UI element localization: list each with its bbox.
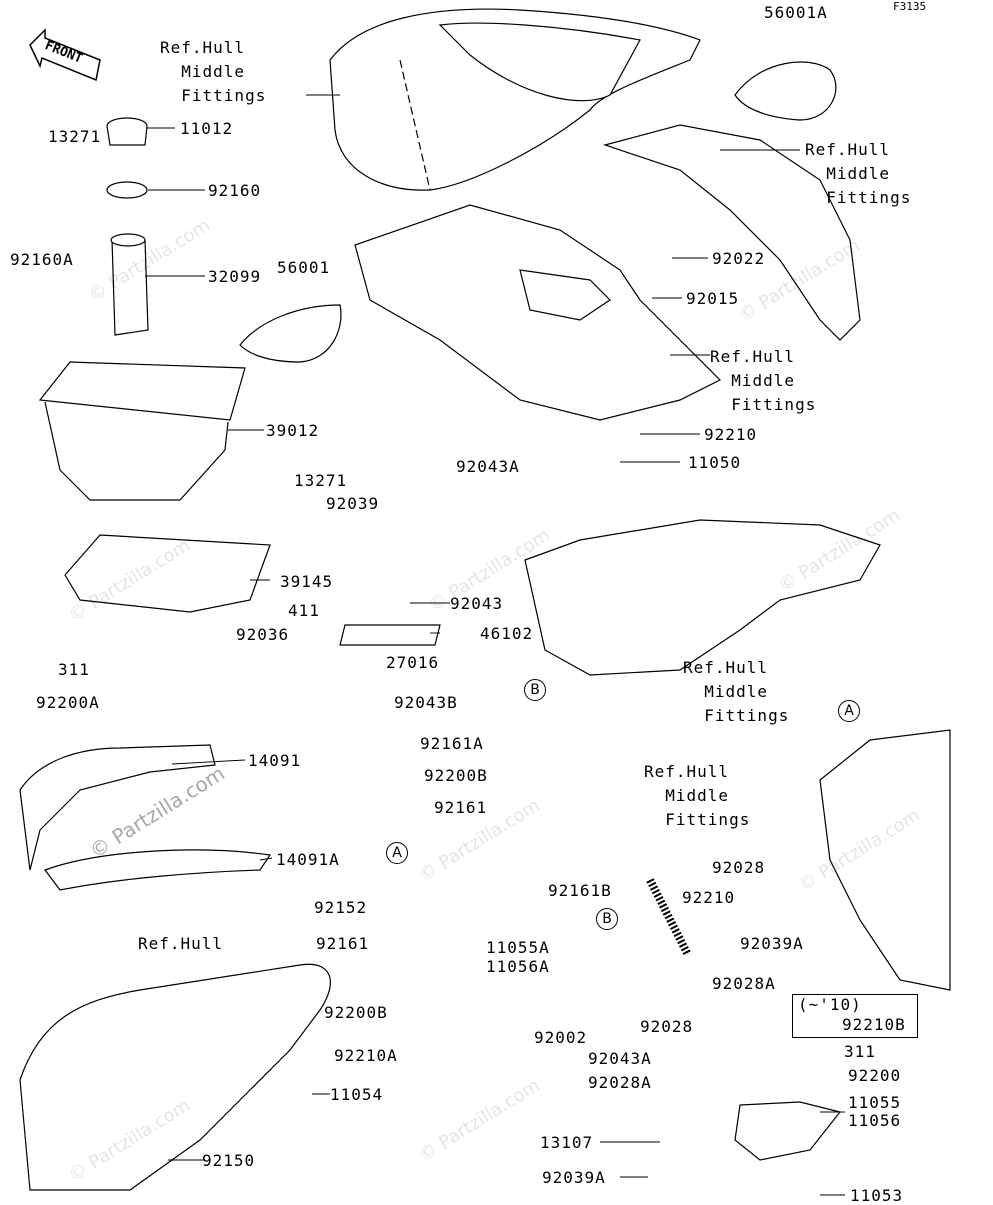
- part-39145-drawing: [64, 534, 271, 613]
- marker-B: B: [596, 908, 618, 930]
- callout-92002: 92002: [534, 1028, 588, 1047]
- part-46102-drawing: [339, 624, 441, 646]
- callout-39145: 39145: [280, 572, 334, 591]
- part-14091-drawing: [19, 744, 216, 871]
- callout-13271: 13271: [48, 127, 102, 146]
- part-56001-drawing: [239, 304, 342, 363]
- figure-code: F3135: [893, 0, 927, 13]
- callout-13107: 13107: [540, 1133, 594, 1152]
- callout-14091A: 14091A: [276, 850, 340, 869]
- front-arrow-icon: [29, 28, 101, 82]
- right-cover-drawing: [602, 124, 861, 341]
- callout-56001: 56001: [277, 258, 331, 277]
- lower-deck-drawing: [524, 519, 881, 676]
- part-39012-drawing: [38, 361, 246, 501]
- callout-11050: 11050: [688, 453, 742, 472]
- marker-B: B: [524, 679, 546, 701]
- lower-hull-drawing: [19, 963, 331, 1191]
- callout-92200B: 92200B: [324, 1003, 388, 1022]
- callout-92039A: 92039A: [542, 1168, 606, 1187]
- ref-hull: Ref.Hull: [138, 934, 224, 953]
- callout-92161A: 92161A: [420, 734, 484, 753]
- seat-cover-drawing: [329, 8, 701, 191]
- callout-56001A: 56001A: [764, 3, 828, 22]
- callout-92028: 92028: [712, 858, 766, 877]
- callout-92160A: 92160A: [10, 250, 74, 269]
- callout-92036: 92036: [236, 625, 290, 644]
- callout-92161: 92161: [434, 798, 488, 817]
- part-11055-drawing: [734, 1101, 842, 1161]
- callout-92028A: 92028A: [588, 1073, 652, 1092]
- callout-92043B: 92043B: [394, 693, 458, 712]
- callout-92015: 92015: [686, 289, 740, 308]
- callout-92028A: 92028A: [712, 974, 776, 993]
- callout-311: 311: [844, 1042, 876, 1061]
- callout-92210A: 92210A: [334, 1046, 398, 1065]
- callout-46102: 46102: [480, 624, 534, 643]
- callout-11055A: 11055A: [486, 938, 550, 957]
- callout-32099: 32099: [208, 267, 262, 286]
- marker-A: A: [386, 842, 408, 864]
- callout-11054: 11054: [330, 1085, 384, 1104]
- callout-92043A: 92043A: [456, 457, 520, 476]
- callout-92028: 92028: [640, 1017, 694, 1036]
- callout-27016: 27016: [386, 653, 440, 672]
- callout-39012: 39012: [266, 421, 320, 440]
- marker-A: A: [838, 700, 860, 722]
- ref-hull-middle-fittings: Ref.Hull Middle Fittings: [644, 762, 751, 829]
- callout-92043A: 92043A: [588, 1049, 652, 1068]
- callout-11055: 11055: [848, 1093, 902, 1112]
- year-note: (~'10): [798, 995, 862, 1014]
- callout-92210B: 92210B: [842, 1015, 906, 1034]
- part-56001A-drawing: [734, 61, 837, 121]
- right-hull-drawing: [819, 729, 951, 991]
- callout-92210: 92210: [704, 425, 758, 444]
- callout-92200B: 92200B: [424, 766, 488, 785]
- callout-92160: 92160: [208, 181, 262, 200]
- callout-11012: 11012: [180, 119, 234, 138]
- callout-92039A: 92039A: [740, 934, 804, 953]
- callout-411: 411: [288, 601, 320, 620]
- ref-hull-middle-fittings: Ref.Hull Middle Fittings: [805, 140, 912, 207]
- upper-deck-drawing: [354, 204, 722, 421]
- callout-92039: 92039: [326, 494, 380, 513]
- callout-11056: 11056: [848, 1111, 902, 1130]
- callout-92200A: 92200A: [36, 693, 100, 712]
- ref-hull-middle-fittings: Ref.Hull Middle Fittings: [160, 38, 267, 105]
- part-14091A-drawing: [44, 849, 272, 891]
- ref-hull-middle-fittings: Ref.Hull Middle Fittings: [710, 347, 817, 414]
- callout-92152: 92152: [314, 898, 368, 917]
- callout-92022: 92022: [712, 249, 766, 268]
- callout-92200: 92200: [848, 1066, 902, 1085]
- callout-13271: 13271: [294, 471, 348, 490]
- ref-hull-middle-fittings: Ref.Hull Middle Fittings: [683, 658, 790, 725]
- callout-14091: 14091: [248, 751, 302, 770]
- callout-leader-lines: [145, 94, 845, 1196]
- callout-92161: 92161: [316, 934, 370, 953]
- callout-11053: 11053: [850, 1186, 904, 1205]
- callout-11056A: 11056A: [486, 957, 550, 976]
- callout-92043: 92043: [450, 594, 504, 613]
- part-32099-drawing: [110, 233, 149, 336]
- callout-311: 311: [58, 660, 90, 679]
- callout-92161B: 92161B: [548, 881, 612, 900]
- year-note-box: [792, 994, 918, 1038]
- callout-92210: 92210: [682, 888, 736, 907]
- callout-92150: 92150: [202, 1151, 256, 1170]
- part-11012-drawing: [106, 117, 148, 199]
